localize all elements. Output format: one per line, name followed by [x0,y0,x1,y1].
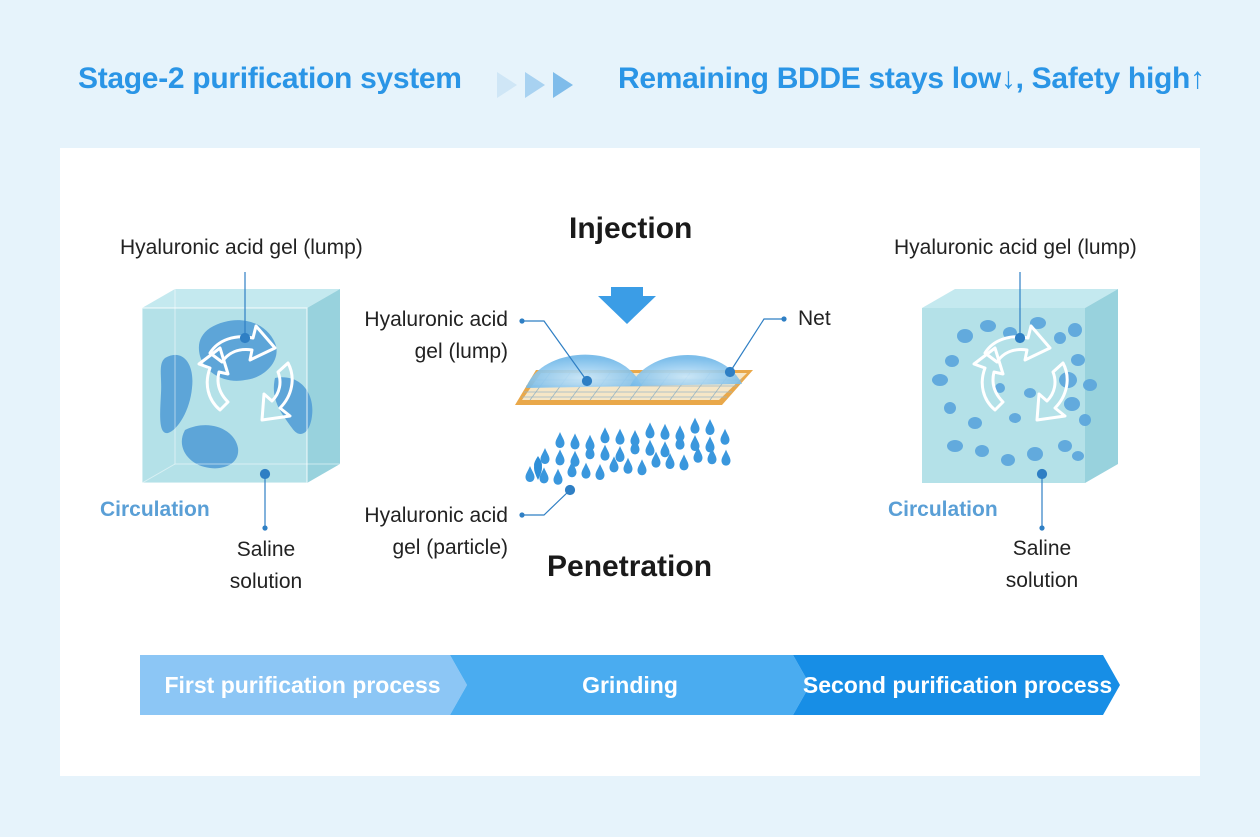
gel-particle-drop [630,438,640,455]
step-first-purification: First purification process [164,671,441,698]
gel-particle-drop [660,441,670,458]
diagram-art [141,272,1118,531]
droplet-field [525,417,731,485]
right-leaders [1014,272,1048,531]
gel-particle-drop [660,423,670,440]
right-saline-line2: solution [1005,569,1079,592]
gel-particle-drop [555,449,565,466]
gel-particle-drop [675,433,685,450]
right-saline-line1: Saline [1012,537,1072,560]
particle-drops [534,456,542,480]
gel-particle-label: Hyaluronic acid gel (particle) [345,500,508,564]
diagram-panel: Hyaluronic acid gel (lump) Circulation S… [60,148,1200,776]
gel-particle-drop [570,450,580,467]
gel-particle-drop [570,433,580,450]
gel-particle-drop [693,446,703,463]
gel-particle-drop [609,456,619,473]
right-saline-label: Saline solution [992,533,1092,597]
left-circulation-label: Circulation [100,498,210,521]
net-tray [515,354,753,405]
left-saline-cube [141,289,340,484]
gel-particle-drop [595,464,605,480]
gel-lump-line2: gel (lump) [414,340,508,363]
left-saline-line2: solution [229,570,303,593]
gel-particle-drop [705,436,715,453]
gel-particle-drop [553,468,563,485]
right-circulation-arrows [972,324,1069,422]
gel-particle-drop [645,422,655,439]
net-label: Net [798,307,831,330]
left-circulation-arrows [197,324,294,422]
header-title: Stage-2 purification system [78,62,462,95]
right-gel-label: Hyaluronic acid gel (lump) [894,236,1137,259]
gel-particle-drop [540,448,550,464]
gel-particle-drop [539,467,549,484]
step-grinding: Grinding [582,671,678,698]
gel-particle-drop [720,428,730,445]
gel-dome-right [630,354,742,386]
injection-arrow-icon [598,287,656,324]
gel-particle-drop [585,434,595,451]
right-saline-cube [922,289,1118,483]
left-saline-label: Saline solution [216,534,316,598]
header-result: Remaining BDDE stays low↓, Safety high↑ [618,62,1205,95]
right-circulation-label: Circulation [888,498,998,521]
triple-chevron-icon [497,72,573,98]
gel-particle-drop [665,453,675,469]
gel-particle-drop [630,430,640,446]
right-gel-particles [932,317,1097,466]
gel-particle-drop [679,454,689,471]
gel-particle-drop [525,466,535,482]
gel-particle-drop [615,428,625,445]
gel-lump-line1: Hyaluronic acid [364,308,508,331]
left-leaders [239,272,271,531]
gel-particle-drop [555,432,565,448]
penetration-title: Penetration [547,550,713,583]
gel-particle-drop [690,417,700,434]
gel-particle-drop [637,459,647,476]
gel-particle-drop [615,446,625,462]
gel-dome-left [526,354,642,388]
gel-particle-line2: gel (particle) [392,536,508,559]
gel-particle-drop [705,419,715,435]
gel-particle-drop [721,449,731,466]
gel-particle-drop [623,457,633,474]
gel-particle-drop [585,443,595,460]
gel-particle-drop [567,461,577,478]
gel-particle-drop [600,427,610,444]
middle-leaders [519,316,787,518]
gel-lump-label: Hyaluronic acid gel (lump) [350,304,508,368]
gel-particle-drop [645,439,655,456]
gel-particle-drop [651,451,661,468]
injection-title: Injection [569,212,693,245]
step-second-purification: Second purification process [802,671,1113,698]
gel-particle-drop [707,448,717,465]
gel-particle-drop [600,444,610,461]
gel-particle-line1: Hyaluronic acid [364,504,508,527]
left-saline-line1: Saline [236,538,296,561]
left-gel-label: Hyaluronic acid gel (lump) [120,236,363,259]
gel-particle-drop [581,462,591,479]
gel-particle-drop [690,435,700,451]
gel-particle-drop [675,425,685,442]
